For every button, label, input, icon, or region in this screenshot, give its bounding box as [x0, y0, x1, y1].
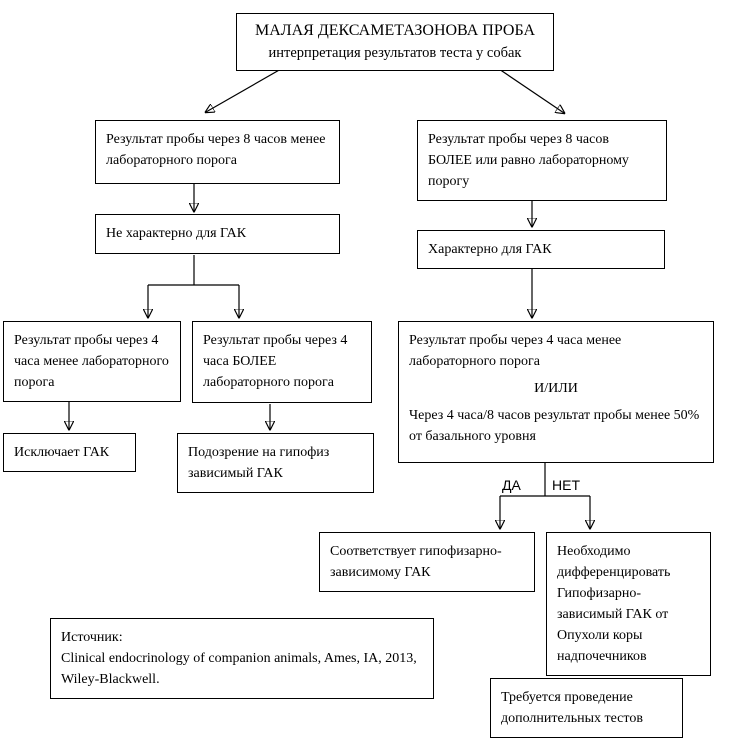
combined-4h-part2: Через 4 часа/8 часов результат пробы мен…	[409, 408, 700, 444]
node-excludes-gak: Исключает ГАК	[3, 433, 136, 472]
combined-4h-part1: Результат пробы через 4 часа менее лабор…	[409, 333, 622, 369]
branch-label-yes: ДА	[502, 477, 521, 493]
source-citation: Clinical endocrinology of companion anim…	[61, 651, 417, 687]
node-result-4h-less: Результат пробы через 4 часа менее лабор…	[3, 321, 181, 402]
node-not-typical-gak: Не характерно для ГАК	[95, 214, 340, 254]
node-pituitary-suspicion: Подозрение на гипофиз зависимый ГАК	[177, 433, 374, 493]
node-result-8h-more: Результат пробы через 8 часов БОЛЕЕ или …	[417, 120, 667, 201]
node-additional-tests: Требуется проведение дополнительных тест…	[490, 678, 683, 738]
node-source: Источник: Clinical endocrinology of comp…	[50, 618, 434, 699]
source-label: Источник:	[61, 630, 123, 645]
node-differentiate: Необходимо дифференцировать Гипофизарно-…	[546, 532, 711, 676]
title-line2: интерпретация результатов теста у собак	[268, 45, 522, 61]
combined-4h-or-label: И/ИЛИ	[534, 381, 578, 396]
node-typical-gak: Характерно для ГАК	[417, 230, 665, 269]
title-line1: МАЛАЯ ДЕКСАМЕТАЗОНОВА ПРОБА	[254, 22, 535, 39]
node-title: МАЛАЯ ДЕКСАМЕТАЗОНОВА ПРОБА интерпретаци…	[236, 13, 554, 71]
branch-label-no: НЕТ	[552, 477, 580, 493]
arrow-title-to-right	[498, 68, 564, 113]
node-combined-4h: Результат пробы через 4 часа менее лабор…	[398, 321, 714, 463]
node-result-4h-more: Результат пробы через 4 часа БОЛЕЕ лабор…	[192, 321, 372, 403]
arrow-title-to-left	[206, 68, 282, 112]
node-result-8h-less: Результат пробы через 8 часов менее лабо…	[95, 120, 340, 184]
node-pdh-match: Соответствует гипофизарно-зависимому ГАК	[319, 532, 535, 592]
